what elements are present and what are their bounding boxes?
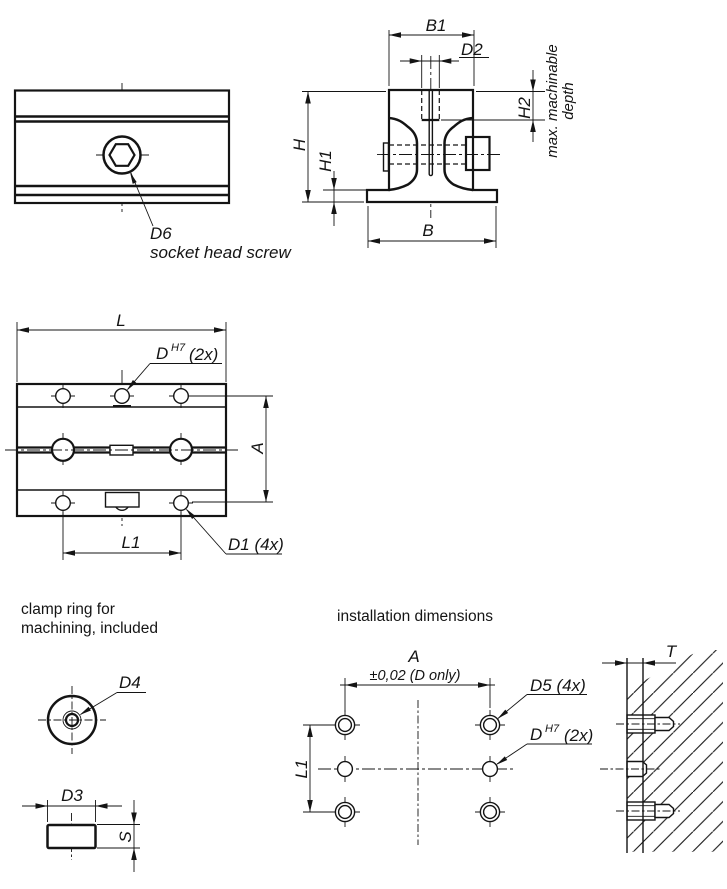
dim-arrow [214,327,226,333]
label-d-qty: (2x) [189,345,218,364]
side-section-view: T [600,642,723,853]
dim-arrow [63,550,75,556]
label-s: S [116,831,135,843]
label-l: L [116,311,125,330]
flexure-contour-left [388,116,419,192]
boss [382,142,390,172]
front-view: D6 socket head screw [13,83,293,262]
dim-arrow [307,800,313,812]
label-d6: D6 [150,224,172,243]
caption-socket-head-screw: socket head screw [150,243,293,262]
dim-arrow [263,396,269,408]
label-l1-install: L1 [292,760,311,779]
label-a: A [248,442,267,454]
hole-d1 [55,388,72,405]
label-max-machinable: max. machinable [544,44,561,157]
leader-arrow [497,709,509,719]
label-tolerance: ±0,02 (D only) [370,668,461,684]
label-b1: B1 [426,16,447,35]
dim-arrow [530,79,536,92]
label-d1: D1 (4x) [228,535,284,554]
label-a-install: A [407,647,419,666]
label-d-sup: H7 [171,342,186,354]
label-d2: D2 [461,40,483,59]
clamp-ring-view: clamp ring for machining, included D4 D3… [21,601,158,872]
dim-arrow [462,32,474,38]
label-h1: H1 [316,150,335,172]
leader-arrow [185,508,196,519]
hole-d5-inner [482,804,498,820]
ring-outer-circle [46,694,98,746]
top-view: L D H7 (2x) A L1 D1 (4x) [5,311,284,560]
dim-arrow [439,58,452,64]
hole-d5-inner [337,804,353,820]
clamp-ring-caption-1: clamp ring for [21,601,115,618]
ring-section [46,823,97,850]
label-d: D [156,344,168,363]
dim-arrow [331,202,337,214]
leader-arrow [79,706,91,715]
label-d5: D5 (4x) [530,676,586,695]
hex-socket [108,143,136,167]
leader-arrow [126,380,137,391]
dim-arrow [17,327,29,333]
dim-arrow [35,803,48,809]
hatch-area [627,650,723,852]
hole-d5-inner [482,717,498,733]
dim-arrow [305,91,311,104]
hole-d-h7 [336,760,354,778]
hole-d-h7 [113,388,130,405]
installation-caption: installation dimensions [337,608,493,625]
dim-arrow [615,660,627,666]
label-b: B [422,221,433,240]
ring-thread-circle [62,710,82,730]
label-d3: D3 [61,786,83,805]
dim-arrow [307,725,313,737]
installation-view: installation dimensions A ±0,02 (D only) [292,608,593,845]
dim-arrow [131,812,137,825]
clamp-ring-caption-2: machining, included [21,620,158,637]
label-d-qty-install: (2x) [564,726,593,745]
slit [428,90,434,177]
hole-d5-inner [337,717,353,733]
hole-d-h7 [481,760,499,778]
dim-arrow [389,32,401,38]
dim-arrow [331,178,337,190]
dim-arrow [643,660,655,666]
label-d-install: D [530,725,542,744]
notch [104,491,140,508]
leader-arrow [496,756,508,765]
screw-hole-circle [102,135,142,175]
screw-head [464,135,491,172]
label-h: H [290,138,309,151]
dim-arrow [478,682,490,688]
dim-arrow [484,238,496,244]
dim-arrow [95,803,108,809]
dim-arrow [368,238,380,244]
dim-arrow [169,550,181,556]
dim-arrow [131,848,137,860]
dim-arrow [530,120,536,132]
hole-d1 [55,495,72,512]
dim-arrow [263,490,269,502]
label-d4: D4 [119,673,141,692]
label-d-sup-install: H7 [545,723,560,735]
dim-arrow [305,190,311,202]
hole-d1 [172,388,189,405]
label-h2: H2 [515,97,534,119]
label-depth: depth [560,82,577,120]
section-view: B1 D2 H2 max. machinable depth H H1 [290,16,577,248]
flexure-contour-right [443,116,474,192]
dim-arrow [409,58,422,64]
ring-bore-circle [64,712,80,728]
dim-arrow [345,682,357,688]
label-t: T [666,642,678,661]
hole-d1 [172,495,189,512]
leader-arrow [130,172,137,184]
label-l1: L1 [122,533,141,552]
